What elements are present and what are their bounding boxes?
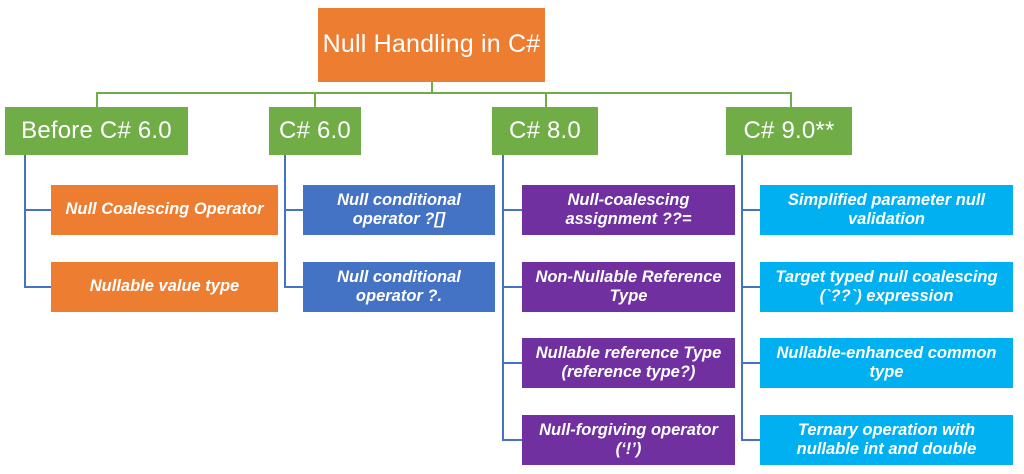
root-drop-line-2 [314,92,316,107]
leaf-null-conditional-operator-dot[interactable]: Null conditional operator ?. [303,262,495,312]
column-2-spine [284,155,286,287]
column-1-stub-1 [24,209,51,211]
version-node-before-csharp-6[interactable]: Before C# 6.0 [5,107,188,155]
column-2-stub-2 [284,286,303,288]
version-node-csharp-9[interactable]: C# 9.0** [726,107,852,155]
column-4-spine [741,155,743,440]
leaf-nullable-enhanced-common-type[interactable]: Nullable-enhanced common type [760,338,1013,388]
root-drop-line-3 [545,92,547,107]
column-1-spine [24,155,26,287]
column-2-stub-1 [284,209,303,211]
column-4-stub-4 [741,439,760,441]
version-node-csharp-6[interactable]: C# 6.0 [269,107,361,155]
column-4-stub-1 [741,209,760,211]
column-4-stub-2 [741,286,760,288]
leaf-null-coalescing-assignment[interactable]: Null-coalescing assignment ??= [522,185,735,235]
root-drop-line-1 [96,92,98,107]
root-trunk-line [431,82,433,93]
leaf-nullable-value-type[interactable]: Nullable value type [51,262,278,312]
column-3-stub-4 [502,439,522,441]
version-node-csharp-8[interactable]: C# 8.0 [492,107,598,155]
leaf-nullable-reference-type[interactable]: Nullable reference Type (reference type?… [522,338,735,388]
root-drop-line-4 [790,92,792,107]
column-3-stub-3 [502,362,522,364]
leaf-null-forgiving-operator[interactable]: Null-forgiving operator (‘!’) [522,415,735,465]
leaf-null-coalescing-operator[interactable]: Null Coalescing Operator [51,185,278,235]
leaf-target-typed-null-coalescing[interactable]: Target typed null coalescing (`??`) expr… [760,262,1013,312]
column-3-spine [502,155,504,440]
root-horizontal-bus [96,92,792,94]
leaf-ternary-operation-nullable[interactable]: Ternary operation with nullable int and … [760,415,1013,465]
column-1-stub-2 [24,286,51,288]
leaf-null-conditional-operator-index[interactable]: Null conditional operator ?[] [303,185,495,235]
column-4-stub-3 [741,362,760,364]
column-3-stub-2 [502,286,522,288]
leaf-non-nullable-reference-type[interactable]: Non-Nullable Reference Type [522,262,735,312]
root-node-null-handling[interactable]: Null Handling in C# [318,8,545,82]
leaf-simplified-parameter-null-validation[interactable]: Simplified parameter null validation [760,185,1013,235]
column-3-stub-1 [502,209,522,211]
